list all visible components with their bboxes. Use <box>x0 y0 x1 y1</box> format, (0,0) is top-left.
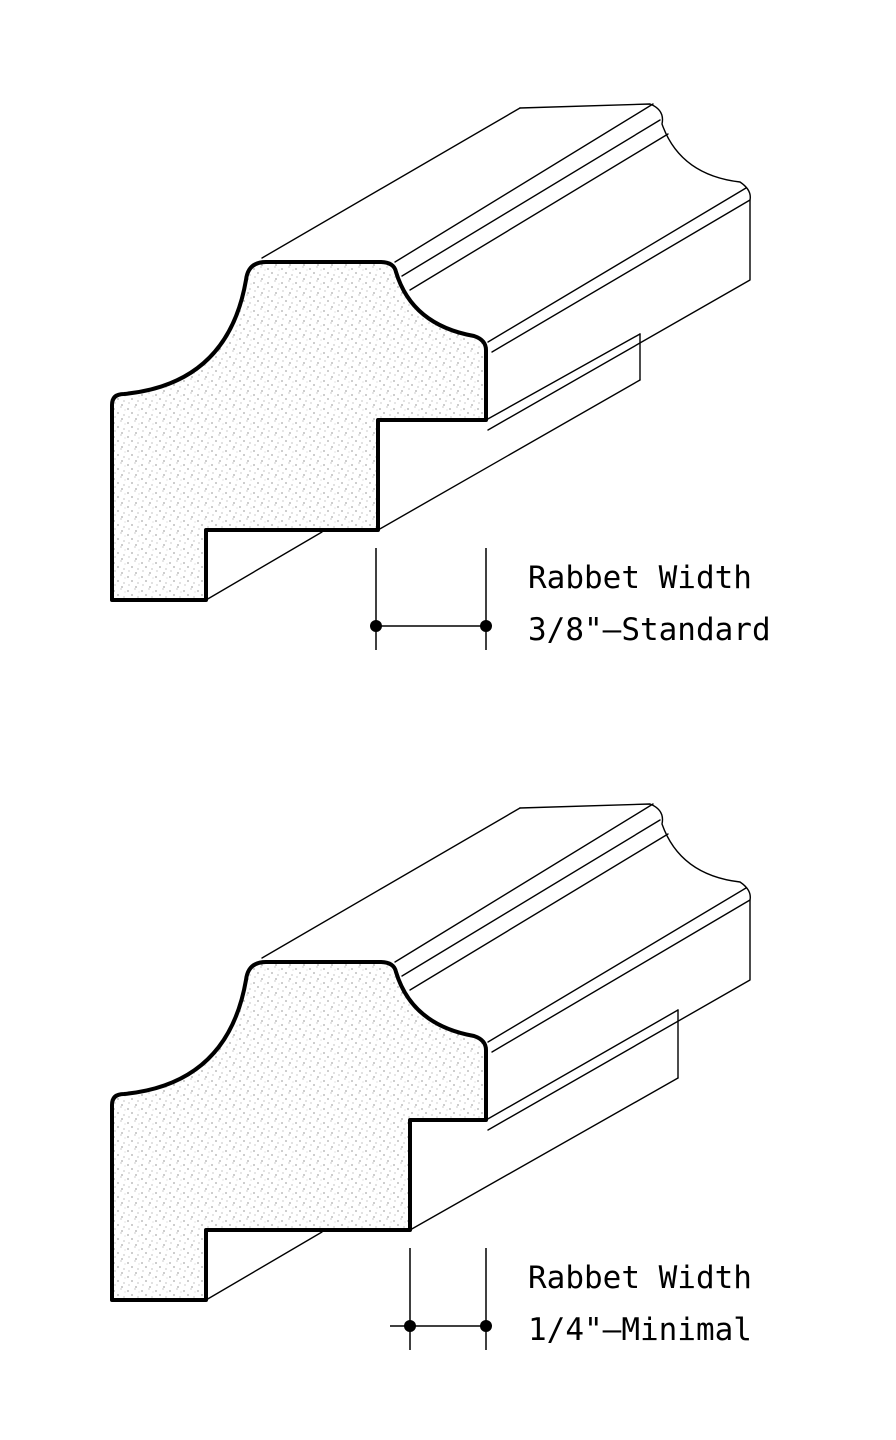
rabbet-width-label: Rabbet Width <box>528 1260 752 1296</box>
rabbet-width-value: 1/4"–Minimal <box>528 1312 752 1348</box>
moulding-cross-section <box>110 960 488 1302</box>
rabbet-width-label: Rabbet Width <box>528 560 752 596</box>
moulding-isometric-edges <box>205 803 751 1301</box>
moulding-detail-minimal: Rabbet Width 1/4"–Minimal <box>110 803 752 1350</box>
rabbet-width-value: 3/8"–Standard <box>528 612 771 648</box>
moulding-isometric-edges <box>205 103 751 601</box>
moulding-cross-section <box>110 260 488 602</box>
moulding-detail-standard: Rabbet Width 3/8"–Standard <box>110 103 771 650</box>
rabbet-width-dimension <box>390 1248 492 1350</box>
rabbet-width-dimension <box>370 548 492 650</box>
